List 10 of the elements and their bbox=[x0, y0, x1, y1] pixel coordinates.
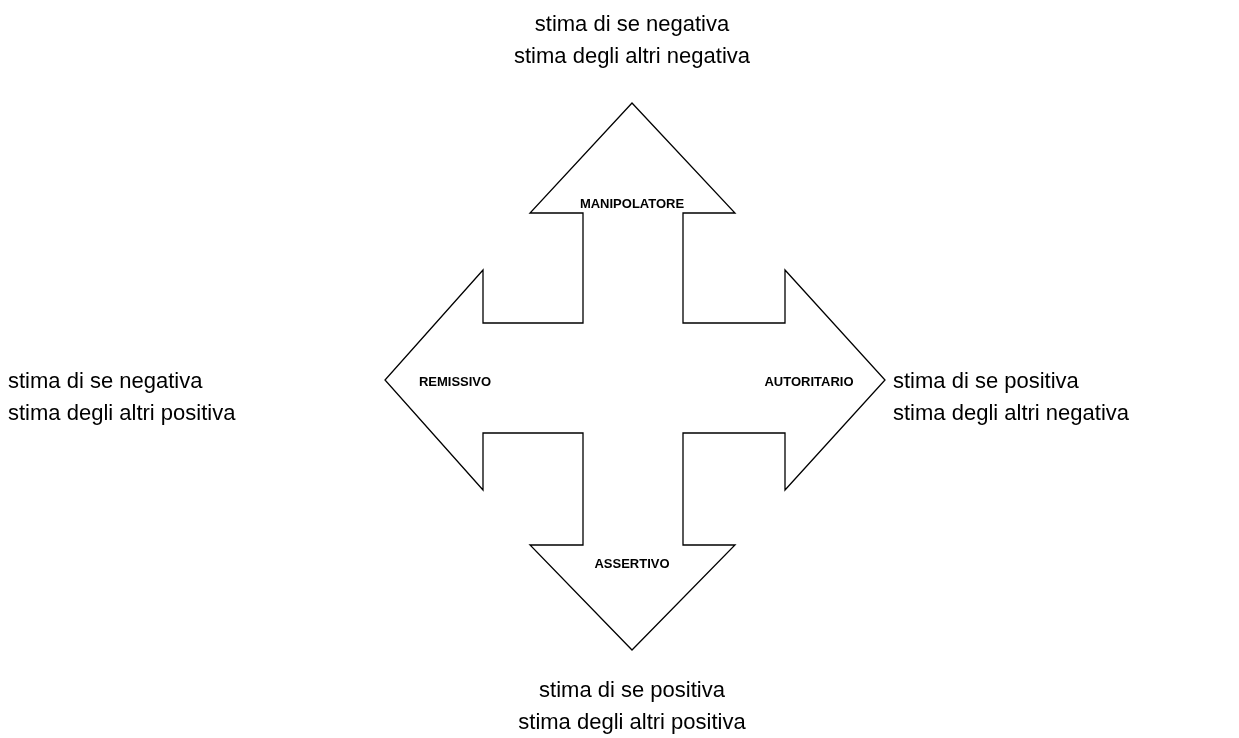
arrow-label: AUTORITARIO bbox=[764, 374, 854, 388]
description-text: stima di se negativa bbox=[534, 13, 730, 35]
arrow-label: REMISSIVO bbox=[418, 374, 492, 388]
description-text: stima degli altri positiva bbox=[518, 711, 746, 733]
description-text: stima degli altri positiva bbox=[8, 402, 236, 424]
arrow-label: ASSERTIVO bbox=[594, 556, 670, 570]
description-text: stima degli altri negativa bbox=[514, 45, 750, 67]
description-text: stima di se negativa bbox=[8, 370, 203, 392]
description-text: stima di se positiva bbox=[539, 679, 725, 701]
arrow-label: MANIPOLATORE bbox=[579, 196, 685, 210]
